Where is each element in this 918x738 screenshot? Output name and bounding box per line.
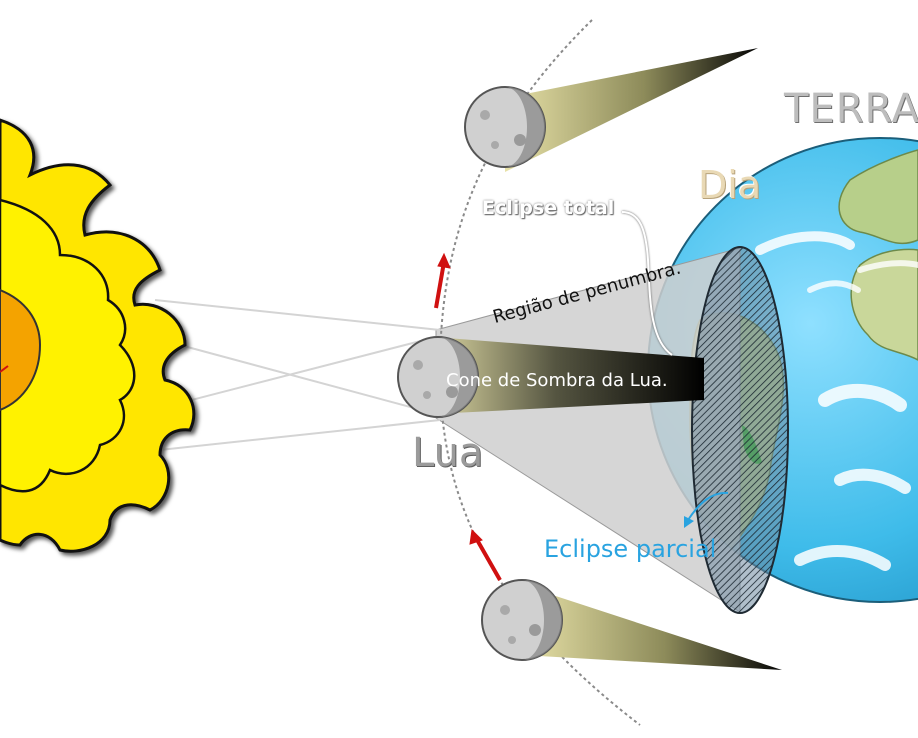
cone-sombra-label: Cone de Sombra da Lua. bbox=[446, 370, 668, 391]
eclipse-total-pointer bbox=[621, 211, 673, 356]
moon-bottom-group bbox=[481, 579, 782, 670]
lua-label: Lua bbox=[412, 430, 484, 476]
umbra-cone bbox=[434, 337, 704, 414]
moon-top-group bbox=[464, 48, 758, 172]
eclipse-total-label: Eclipse total bbox=[482, 197, 615, 219]
eclipse-parcial-label: Eclipse parcial bbox=[544, 535, 717, 563]
shadow-ellipse bbox=[691, 246, 789, 614]
orbit-direction-arrows bbox=[434, 252, 502, 581]
dia-label: Dia bbox=[698, 163, 762, 207]
moon-center bbox=[397, 336, 479, 418]
eclipse-parcial-arrow bbox=[684, 491, 729, 528]
sun bbox=[0, 118, 196, 553]
terra-label: TERRA bbox=[784, 86, 918, 132]
